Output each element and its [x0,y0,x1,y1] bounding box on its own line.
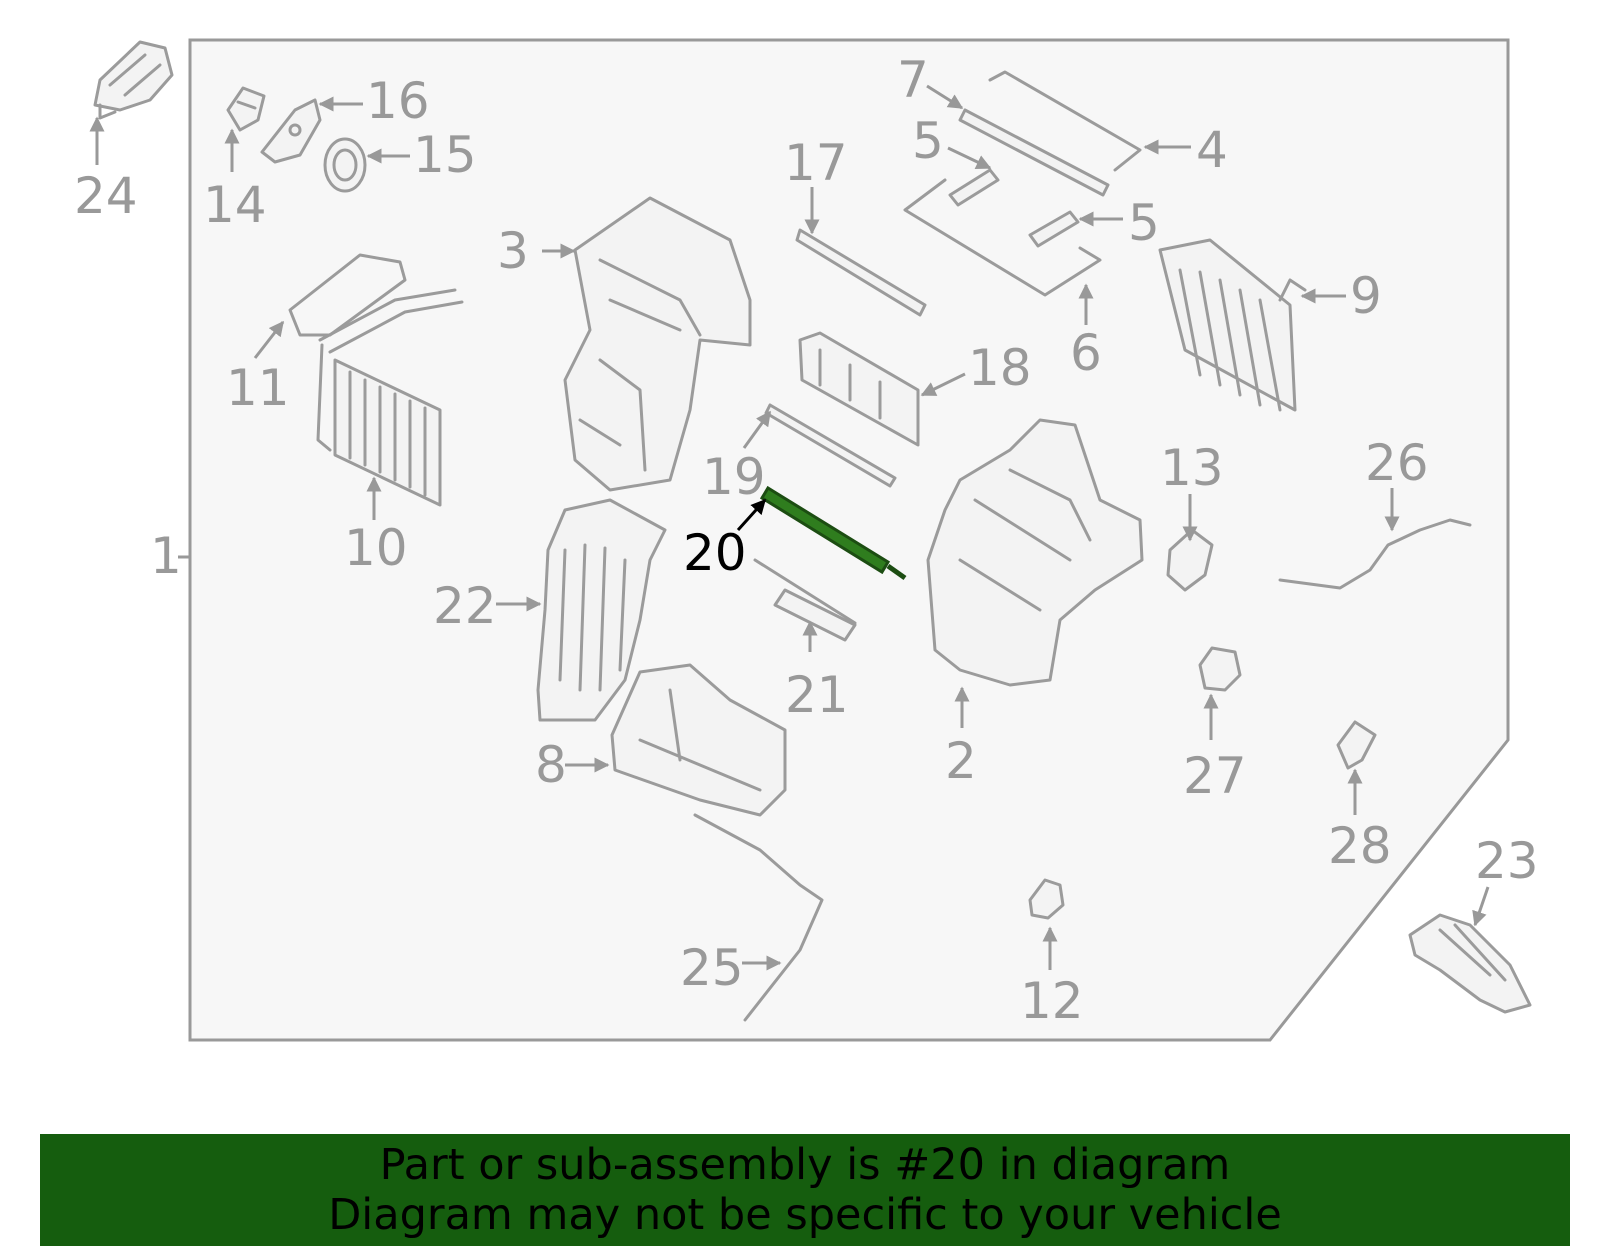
callout-16: 16 [366,72,430,130]
part-20-highlighted [759,485,907,581]
callout-2: 2 [945,732,977,790]
part-28-clip [1336,720,1377,770]
part-14-actuator [226,86,266,132]
part-22-duct [536,498,667,722]
part-11-pipes [288,253,464,354]
callout-1: 1 [150,527,182,585]
callout-12: 12 [1020,972,1084,1030]
part-17-door [795,228,927,317]
part-3-case-left [563,196,752,492]
callout-6: 6 [1070,324,1102,382]
part-8-lower-case [610,663,787,817]
part-27-sensor [1198,646,1242,692]
part-26-hose [1278,518,1472,590]
callout-19: 19 [702,448,766,506]
part-5-pad-a [948,168,1000,207]
part-4-seal [988,70,1142,172]
callout-5b: 5 [1128,194,1160,252]
part-5-pad-b [1028,210,1080,248]
part-16-lever [260,98,322,164]
callout-13: 13 [1160,439,1224,497]
callout-24: 24 [74,167,138,225]
part-6-gasket [903,178,1102,297]
callout-22: 22 [433,577,497,635]
footer-line-2: Diagram may not be specific to your vehi… [328,1190,1282,1240]
footer-line-1: Part or sub-assembly is #20 in diagram [379,1140,1231,1190]
callout-27: 27 [1183,747,1247,805]
callout-5a: 5 [912,112,944,170]
callout-14: 14 [203,176,267,234]
part-19-door [764,403,897,488]
part-12-clip [1028,878,1065,920]
callout-11: 11 [226,359,290,417]
part-21-door [753,558,857,642]
callout-18: 18 [968,339,1032,397]
callout-10: 10 [344,519,408,577]
callout-23: 23 [1475,832,1539,890]
callout-3: 3 [497,222,529,280]
part-10-heater-core [316,343,442,507]
part-15-gear [323,137,367,193]
callout-4: 4 [1196,121,1228,179]
part-18-door [798,331,920,447]
callout-20-highlighted: 20 [683,524,747,582]
callout-21: 21 [785,666,849,724]
part-23-bracket [1408,913,1532,1014]
callout-17: 17 [784,134,848,192]
callout-9: 9 [1350,267,1382,325]
callout-28: 28 [1328,817,1392,875]
callout-26: 26 [1365,434,1429,492]
part-9-evaporator [1158,238,1307,412]
footer-banner: Part or sub-assembly is #20 in diagram D… [40,1134,1570,1246]
part-24-bracket [93,40,174,120]
callout-7: 7 [897,51,929,109]
part-2-main-case [926,418,1144,687]
callout-25: 25 [680,939,744,997]
callout-15: 15 [413,126,477,184]
leader-lines [89,84,1490,971]
callout-8: 8 [535,736,567,794]
part-7-seal [958,108,1110,197]
part-25-hose [693,813,824,1022]
